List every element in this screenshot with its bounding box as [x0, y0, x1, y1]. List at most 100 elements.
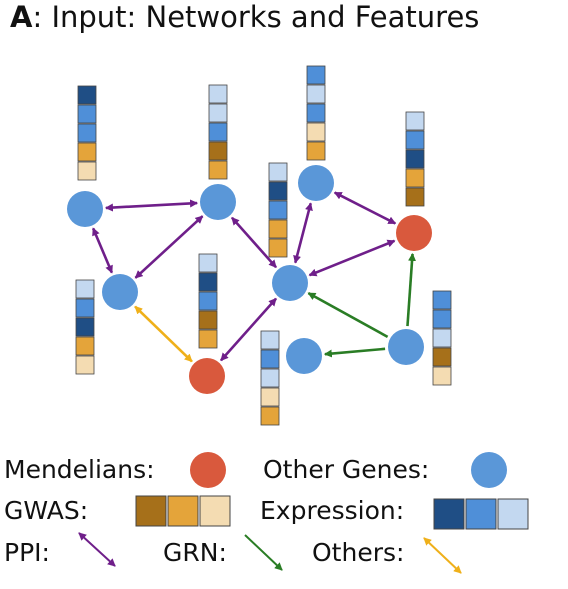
legend-mendelian-swatch: [190, 452, 226, 488]
title-text: : Input: Networks and Features: [32, 0, 480, 34]
expression-cell: [405, 111, 425, 131]
expression-cell: [208, 84, 228, 104]
ppi-edge-g5-m1: [308, 239, 396, 277]
gwas-cell: [405, 187, 425, 207]
legend-expression-swatch: [465, 498, 497, 530]
gene-node-g3: [298, 165, 334, 201]
expression-cell: [260, 368, 280, 388]
expression-cell: [405, 149, 425, 169]
grn-edge-g7-m1: [406, 252, 417, 327]
gwas-cell: [306, 141, 326, 161]
gwas-cell: [405, 168, 425, 188]
feature-stack-g7: [432, 290, 452, 386]
feature-stack-g5: [268, 162, 288, 258]
legend-other-genes-label: Other Genes:: [263, 455, 430, 484]
gwas-cell: [198, 310, 218, 330]
feature-stack-g3: [306, 65, 326, 161]
legend-expression-swatch: [433, 498, 465, 530]
expression-cell: [260, 349, 280, 369]
legend-gwas-swatch: [199, 495, 231, 527]
gwas-cell: [432, 347, 452, 367]
ppi-edge-g1-g2: [104, 199, 199, 212]
gwas-cell: [432, 366, 452, 386]
expression-cell: [208, 122, 228, 142]
ppi-edge-g5-m2: [220, 297, 277, 362]
feature-stack-m1: [405, 111, 425, 207]
nodes-layer: [67, 165, 432, 394]
gene-node-g4: [102, 274, 138, 310]
legend-gwas-swatch: [135, 495, 167, 527]
mendelian-node-m2: [189, 358, 225, 394]
expression-cell: [198, 291, 218, 311]
grn-edge-g7-g6: [323, 347, 386, 358]
gene-node-g7: [388, 329, 424, 365]
gwas-cell: [268, 238, 288, 258]
gwas-cell: [75, 336, 95, 356]
legend-grn-arrow: [244, 534, 283, 571]
expression-cell: [77, 104, 97, 124]
expression-cell: [75, 317, 95, 337]
edges-layer: [91, 191, 417, 363]
feature-stacks-layer: [75, 65, 452, 426]
expression-cell: [75, 279, 95, 299]
legend-expression-swatch: [497, 498, 529, 530]
gwas-cell: [268, 219, 288, 239]
grn-edge-g7-g5: [307, 292, 389, 338]
legend-ppi-arrow: [78, 532, 116, 567]
feature-stack-g2: [208, 84, 228, 180]
mendelian-node-m1: [396, 215, 432, 251]
legend-ppi-label: PPI:: [4, 538, 50, 567]
legend-others-label: Others:: [312, 538, 405, 567]
gwas-cell: [208, 141, 228, 161]
ppi-edge-g2-g5: [230, 216, 278, 269]
legend-expression-label: Expression:: [260, 496, 405, 525]
feature-stack-g6: [260, 330, 280, 426]
expression-cell: [432, 290, 452, 310]
gwas-cell: [77, 161, 97, 181]
gwas-cell: [75, 355, 95, 375]
gene-node-g1: [67, 191, 103, 227]
legend-other-gene-swatch: [471, 452, 507, 488]
gwas-cell: [198, 329, 218, 349]
expression-cell: [432, 328, 452, 348]
legend-layer: [78, 452, 529, 574]
expression-cell: [432, 309, 452, 329]
expression-cell: [208, 103, 228, 123]
legend-others-arrow: [423, 537, 462, 574]
legend-grn-label: GRN:: [163, 538, 227, 567]
ppi-edge-g3-g5: [293, 202, 313, 264]
expression-cell: [306, 84, 326, 104]
expression-cell: [260, 330, 280, 350]
ppi-edge-g2-g4: [134, 215, 204, 279]
expression-cell: [268, 200, 288, 220]
others-edge-g4-m2: [134, 305, 193, 363]
expression-cell: [198, 272, 218, 292]
expression-cell: [306, 103, 326, 123]
expression-cell: [75, 298, 95, 318]
expression-cell: [77, 85, 97, 105]
feature-stack-m2: [198, 253, 218, 349]
legend-gwas-swatch: [167, 495, 199, 527]
ppi-edge-g3-m1: [333, 191, 397, 225]
gene-node-g6: [286, 338, 322, 374]
gwas-cell: [208, 160, 228, 180]
gwas-cell: [77, 142, 97, 162]
gwas-cell: [260, 387, 280, 407]
feature-stack-g4: [75, 279, 95, 375]
expression-cell: [405, 130, 425, 150]
ppi-edge-g1-g4: [91, 227, 114, 274]
gene-node-g2: [200, 184, 236, 220]
gene-node-g5: [272, 265, 308, 301]
gwas-cell: [260, 406, 280, 426]
legend-gwas-label: GWAS:: [4, 496, 89, 525]
legend-mendelians-label: Mendelians:: [4, 455, 155, 484]
expression-cell: [268, 162, 288, 182]
expression-cell: [268, 181, 288, 201]
panel-letter: A: [10, 0, 33, 34]
feature-stack-g1: [77, 85, 97, 181]
expression-cell: [198, 253, 218, 273]
expression-cell: [77, 123, 97, 143]
gwas-cell: [306, 122, 326, 142]
expression-cell: [306, 65, 326, 85]
